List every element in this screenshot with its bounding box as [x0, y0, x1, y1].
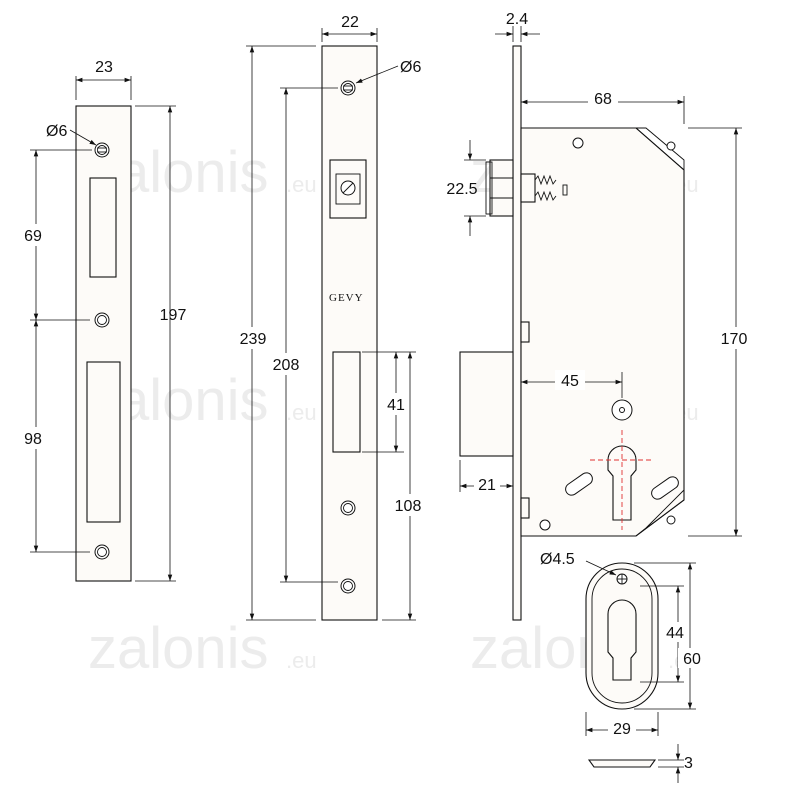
slot-hole: [651, 476, 679, 500]
escutcheon-width-label: 29: [613, 721, 631, 738]
lock-body-dimensions: 2.4 68 22.5 170 45 21: [446, 11, 752, 537]
latch-height-label: 22.5: [446, 181, 477, 198]
strike-dimensions: 23 197 Ø6 69 98: [20, 59, 187, 582]
strike-lower-spacing-label: 98: [24, 431, 42, 448]
case-rivet: [666, 141, 676, 151]
strike-width-label: 23: [95, 59, 113, 76]
body-case: [520, 127, 685, 537]
screw-hole-inner: [97, 145, 107, 155]
watermark-suffix: .eu: [286, 172, 317, 197]
strike-bolt-opening: [86, 361, 121, 523]
bolt-window: [332, 351, 361, 453]
backset-label: 45: [561, 373, 579, 390]
cylinder-cutout: [607, 445, 637, 521]
lower-offset-label: 108: [395, 498, 422, 515]
lock-plate-hole-dia-label: Ø6: [400, 59, 421, 76]
plate-thickness-label: 2.4: [506, 11, 528, 28]
escutcheon: [585, 562, 659, 768]
strike-upper-spacing-label: 69: [24, 228, 42, 245]
escutcheon-dimensions: Ø4.5 44 60 29 3: [540, 551, 708, 783]
escutcheon-height-label: 60: [683, 651, 701, 668]
bolt-throw-label: 21: [478, 477, 496, 494]
latch-bolt: [489, 159, 514, 217]
dead-bolt: [459, 351, 514, 457]
lock-faceplate: GEVY: [321, 45, 378, 621]
escutcheon-thickness-label: 3: [684, 755, 693, 772]
brand-mark: GEVY: [329, 292, 364, 304]
lock-plate-outline: [321, 45, 378, 621]
lock-body: [459, 45, 685, 621]
strike-height-label: 197: [160, 307, 187, 324]
latch-spring: [534, 174, 557, 186]
escutcheon-cylinder-cutout: [607, 599, 637, 681]
strike-hole-dia-label: Ø6: [46, 123, 67, 140]
bolt-window-label: 41: [387, 397, 405, 414]
strike-faceplate: [75, 105, 132, 582]
body-height-label: 170: [721, 331, 748, 348]
screw-spacing-label: 208: [273, 357, 300, 374]
lock-plate-width-label: 22: [341, 14, 359, 31]
lock-plate-height-label: 239: [240, 331, 267, 348]
watermark-suffix: .eu: [286, 400, 317, 425]
escutcheon-hole-dia-label: Ø4.5: [540, 551, 575, 568]
watermark-suffix: .eu: [286, 648, 317, 673]
case-rivet: [539, 519, 551, 531]
body-depth-label: 68: [594, 91, 612, 108]
slot-hole: [565, 472, 593, 496]
cylinder-height-label: 44: [666, 625, 684, 642]
strike-latch-opening: [89, 177, 117, 278]
watermark-text: zalonis: [88, 616, 269, 681]
body-faceplate-edge: [512, 45, 522, 621]
case-rivet: [666, 515, 676, 525]
lock-faceplate-dimensions: 22 Ø6 239 208 41 108: [237, 14, 427, 621]
escutcheon-profile: [587, 759, 657, 768]
case-rivet: [572, 137, 584, 149]
